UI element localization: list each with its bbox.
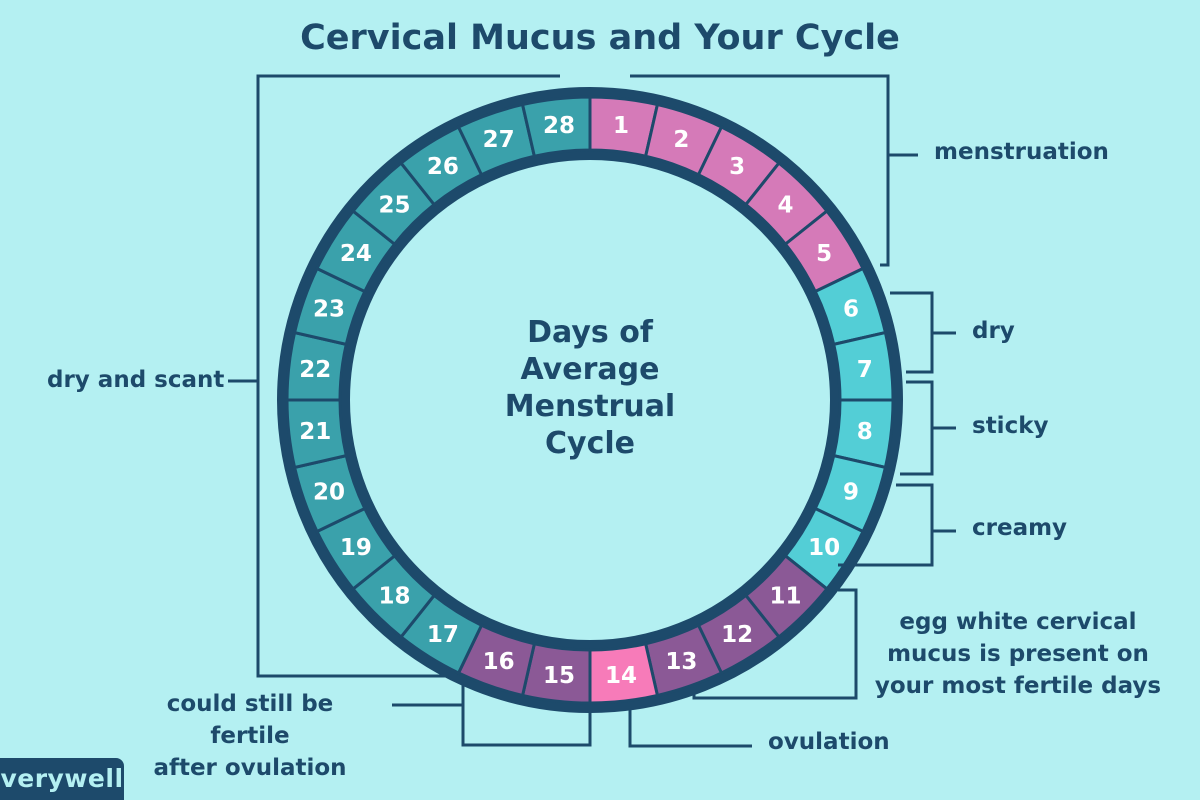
day-number-20: 20	[313, 479, 345, 505]
day-number-3: 3	[729, 154, 745, 180]
day-number-1: 1	[613, 113, 629, 139]
bracket-sticky	[900, 380, 956, 476]
label-ovulation: ovulation	[768, 729, 890, 755]
day-number-14: 14	[605, 663, 637, 689]
label-sticky: sticky	[972, 413, 1049, 439]
day-number-10: 10	[808, 535, 840, 561]
day-number-16: 16	[483, 649, 515, 675]
day-number-15: 15	[543, 663, 575, 689]
day-number-26: 26	[427, 154, 459, 180]
bracket-egg-white	[692, 588, 858, 700]
day-number-17: 17	[427, 622, 459, 648]
day-segment-28	[520, 95, 592, 159]
day-number-24: 24	[340, 241, 372, 267]
day-number-8: 8	[857, 419, 873, 445]
day-number-6: 6	[843, 297, 859, 323]
day-number-21: 21	[299, 419, 331, 445]
label-fertile-after-ovulation: could still be fertile after ovulation	[153, 691, 347, 781]
day-number-22: 22	[299, 357, 331, 383]
day-number-12: 12	[721, 622, 753, 648]
day-number-5: 5	[816, 241, 832, 267]
bracket-lines	[228, 74, 956, 748]
day-number-4: 4	[778, 192, 794, 218]
label-dry-and-scant: dry and scant	[47, 367, 225, 393]
center-label: Days of Average Menstrual Cycle	[504, 315, 676, 461]
day-number-28: 28	[543, 113, 575, 139]
day-number-25: 25	[378, 192, 410, 218]
verywell-logo: verywell	[0, 758, 124, 800]
bracket-menstruation	[630, 74, 918, 267]
label-menstruation: menstruation	[934, 139, 1109, 165]
bracket-creamy	[838, 483, 956, 567]
day-number-9: 9	[843, 479, 859, 505]
cycle-ring: 1234567891011121314151617181920212223242…	[277, 87, 903, 713]
label-creamy: creamy	[972, 515, 1068, 541]
label-egg-white: egg white cervical mucus is present on y…	[874, 609, 1162, 699]
bracket-dry-and-scant	[228, 74, 560, 678]
day-number-23: 23	[313, 297, 345, 323]
day-number-7: 7	[857, 357, 873, 383]
day-number-18: 18	[378, 584, 410, 610]
day-number-11: 11	[770, 584, 802, 610]
day-number-19: 19	[340, 535, 372, 561]
label-dry: dry	[972, 318, 1015, 344]
day-number-13: 13	[665, 649, 697, 675]
day-number-27: 27	[483, 127, 515, 153]
bracket-dry	[890, 291, 956, 374]
page-title: Cervical Mucus and Your Cycle	[300, 18, 900, 58]
bracket-ovulation	[628, 703, 752, 748]
day-number-2: 2	[673, 127, 689, 153]
bracket-fertile-after	[392, 676, 592, 747]
